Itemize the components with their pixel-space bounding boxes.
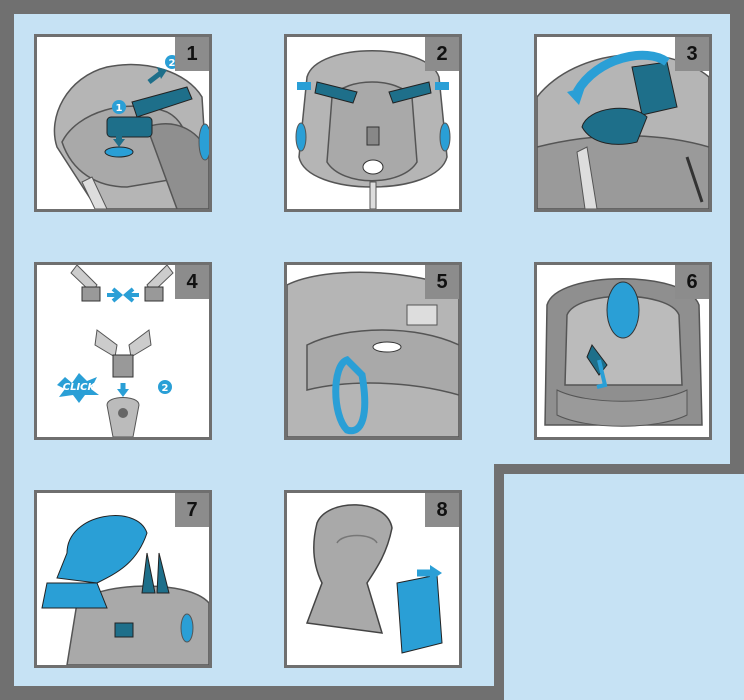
step-4-badge-2: 2 — [162, 383, 169, 394]
step-3-illustration — [537, 50, 709, 209]
step-1-badge-2: 2 — [169, 58, 176, 69]
step-8-panel: 8 — [284, 490, 462, 668]
step-1-panel: 1 2 1 — [34, 34, 212, 212]
step-2-illustration — [295, 50, 451, 209]
step-1-illustration: 1 2 — [53, 55, 209, 209]
step-number: 2 — [425, 37, 459, 71]
step-1-badge-1: 1 — [116, 103, 123, 114]
step-number: 7 — [175, 493, 209, 527]
step-4-panel: CLICK 2 4 — [34, 262, 212, 440]
step-2-panel: 2 — [284, 34, 462, 212]
step-8-illustration — [305, 504, 443, 654]
step-7-illustration — [41, 515, 209, 665]
step-number: 8 — [425, 493, 459, 527]
step-number: 4 — [175, 265, 209, 299]
step-5-illustration — [287, 271, 459, 437]
step-7-panel: 7 — [34, 490, 212, 668]
step-number: 1 — [175, 37, 209, 71]
step-3-panel: 3 — [534, 34, 712, 212]
step-number: 3 — [675, 37, 709, 71]
step-4-illustration: CLICK 2 — [57, 265, 174, 437]
step-number: 6 — [675, 265, 709, 299]
step-5-panel: 5 — [284, 262, 462, 440]
click-label: CLICK — [63, 382, 97, 393]
step-number: 5 — [425, 265, 459, 299]
step-6-illustration — [544, 278, 703, 427]
step-6-panel: 6 — [534, 262, 712, 440]
